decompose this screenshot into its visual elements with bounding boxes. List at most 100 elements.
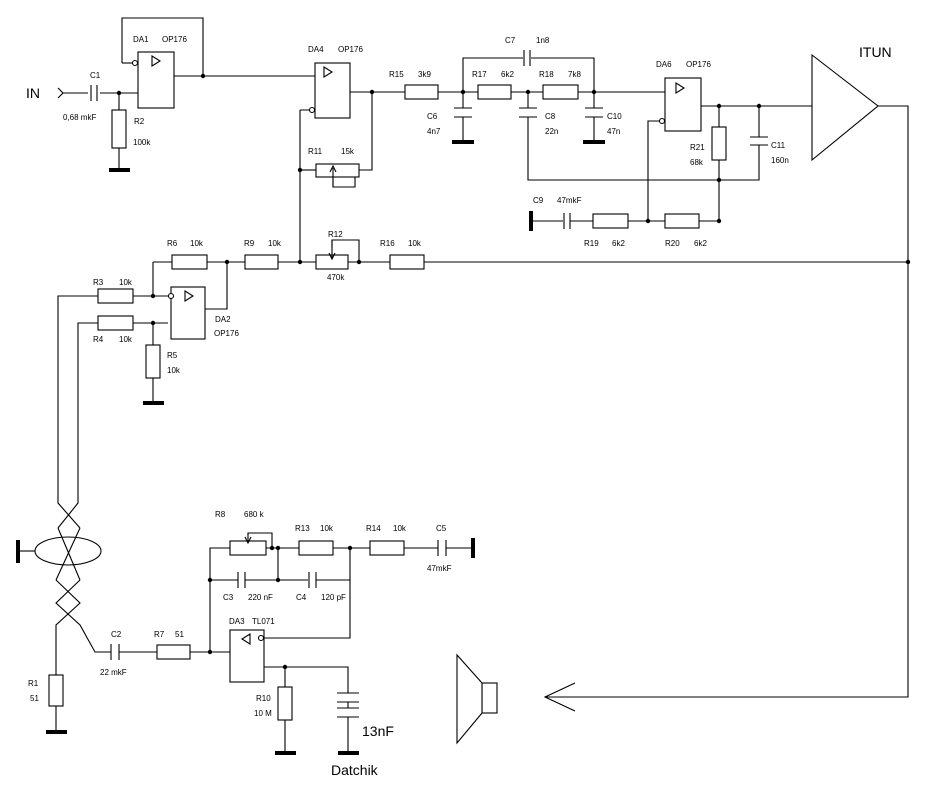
resistor-r20: R20 6k2: [664, 213, 707, 248]
r13-name: R13: [295, 524, 310, 533]
datchik-label: Datchik: [331, 762, 379, 778]
resistor-r15: R15 3k9: [389, 70, 439, 100]
r4-name: R4: [93, 335, 104, 344]
c11-name: C11: [771, 141, 786, 150]
capacitor-c3: C3 220 nF: [223, 572, 273, 602]
r15-name: R15: [389, 70, 404, 79]
r16-value: 10k: [408, 239, 422, 248]
da1-type: OP176: [162, 35, 187, 44]
opamp-da1: DA1 OP176: [131, 35, 187, 109]
capacitor-c7: C7 1n8: [505, 36, 550, 66]
da1-name: DA1: [133, 35, 149, 44]
r6-value: 10k: [190, 239, 204, 248]
grounds: [16, 140, 605, 755]
r10-value: 10 M: [254, 709, 272, 718]
c8-name: C8: [545, 112, 556, 121]
resistor-r10: R10 10 M: [254, 686, 293, 721]
opamp-da2: DA2 OP176: [167, 286, 239, 340]
capacitor-c11: C11 160n: [750, 136, 789, 165]
c1-name: C1: [90, 71, 101, 80]
c9-name: C9: [533, 196, 544, 205]
resistor-r13: R13 10k: [295, 524, 334, 556]
da6-type: OP176: [686, 60, 711, 69]
c5-value: 47mkF: [427, 564, 452, 573]
potentiometer-r12: R12 470k: [315, 230, 349, 282]
da4-name: DA4: [308, 45, 324, 54]
resistor-r3: R3 10k: [93, 278, 134, 304]
da6-name: DA6: [656, 60, 672, 69]
r5-name: R5: [167, 351, 178, 360]
resistor-r16: R16 10k: [380, 239, 425, 270]
resistor-r18: R18 7k8: [539, 70, 581, 100]
r20-name: R20: [665, 239, 680, 248]
r4-value: 10k: [119, 335, 133, 344]
r15-value: 3k9: [418, 70, 431, 79]
r21-value: 68k: [690, 158, 704, 167]
c1-value: 0,68 mkF: [63, 113, 96, 122]
shielded-cable-icon: [20, 527, 102, 581]
c5-name: C5: [436, 524, 447, 533]
r7-name: R7: [154, 630, 165, 639]
c7-name: C7: [505, 36, 516, 45]
capacitor-c4: C4 120 pF: [296, 572, 346, 602]
r2-name: R2: [134, 117, 145, 126]
r21-name: R21: [690, 143, 705, 152]
wires: [55, 17, 909, 753]
r18-name: R18: [539, 70, 554, 79]
potentiometer-r8: R8 680 k: [215, 510, 267, 556]
itun-label: ITUN: [859, 44, 892, 60]
r3-value: 10k: [119, 278, 133, 287]
potentiometer-r11: R11 15k: [308, 147, 360, 187]
c6-name: C6: [427, 112, 438, 121]
resistor-r21: R21 68k: [690, 126, 727, 167]
r1-value: 51: [30, 694, 39, 703]
c4-name: C4: [296, 593, 307, 602]
r17-value: 6k2: [501, 70, 514, 79]
da2-name: DA2: [215, 315, 231, 324]
resistor-r6: R6 10k: [167, 239, 208, 270]
r5-value: 10k: [167, 366, 181, 375]
junctions: [116, 73, 911, 670]
da4-type: OP176: [338, 45, 363, 54]
amplifier-itun: ITUN: [811, 44, 892, 162]
c8-value: 22n: [545, 127, 558, 136]
r11-name: R11: [308, 147, 323, 156]
r9-value: 10k: [268, 239, 282, 248]
r17-name: R17: [472, 70, 487, 79]
in-label: IN: [26, 85, 40, 101]
r1-name: R1: [28, 679, 39, 688]
c10-value: 47n: [607, 127, 620, 136]
resistor-r14: R14 10k: [366, 524, 407, 556]
c4-value: 120 pF: [321, 593, 346, 602]
capacitor-c8: C8 22n: [519, 107, 558, 136]
c9-value: 47mkF: [557, 196, 582, 205]
opamp-da3: DA3 TL071: [229, 617, 275, 683]
capacitor-c5: C5 47mkF: [427, 524, 452, 573]
sensor-datchik: 13nF Datchik: [331, 692, 394, 778]
r9-name: R9: [244, 239, 255, 248]
r11-value: 15k: [341, 147, 355, 156]
da3-name: DA3: [229, 617, 245, 626]
capacitor-c6: C6 4n7: [427, 107, 472, 136]
resistor-r2: R2 100k: [111, 109, 151, 149]
capacitor-c1: C1 0,68 mkF: [63, 71, 101, 122]
c7-value: 1n8: [536, 36, 550, 45]
r18-value: 7k8: [568, 70, 581, 79]
capacitor-c9: C9 47mkF: [533, 196, 582, 229]
c2-name: C2: [111, 630, 122, 639]
resistor-r9: R9 10k: [244, 239, 282, 270]
resistor-r1: R1 51: [28, 674, 64, 707]
resistor-r5: R5 10k: [145, 344, 181, 379]
c10-name: C10: [607, 112, 622, 121]
r20-value: 6k2: [694, 239, 707, 248]
r16-name: R16: [380, 239, 395, 248]
r10-name: R10: [256, 694, 271, 703]
speaker-icon: [456, 653, 498, 745]
r8-name: R8: [215, 510, 226, 519]
r2-value: 100k: [133, 138, 151, 147]
resistor-r7: R7 51: [154, 630, 191, 660]
r19-value: 6k2: [612, 239, 625, 248]
r14-value: 10k: [393, 524, 407, 533]
resistor-r19: R19 6k2: [584, 213, 629, 248]
